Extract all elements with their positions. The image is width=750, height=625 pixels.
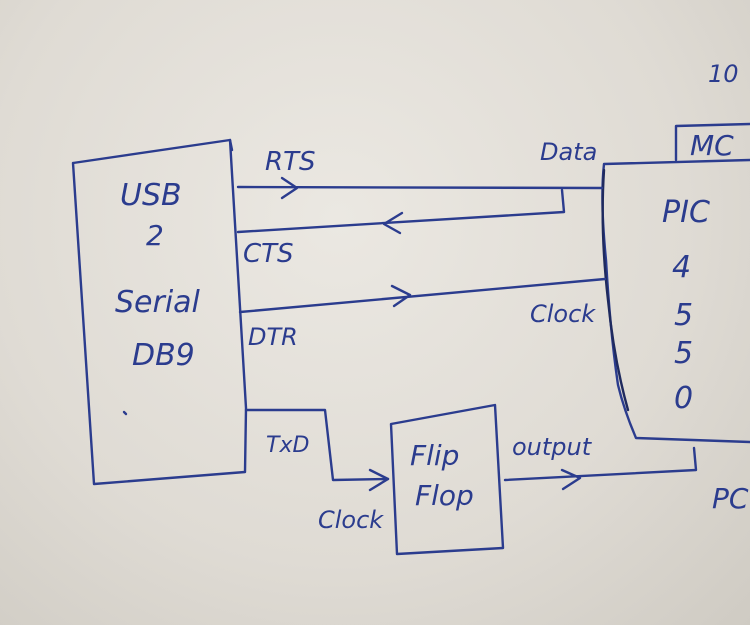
flip-flop-label-line-1: Flip <box>410 439 459 472</box>
usb-label-line-3: Serial <box>115 285 201 320</box>
rts-wire <box>236 185 604 190</box>
flip-flop-block-outline <box>389 403 505 556</box>
usb-label-line-4: DB9 <box>132 338 195 373</box>
data-return-wire <box>236 188 566 234</box>
pic-label-line-4: 5 <box>674 336 693 371</box>
mc-tab-outline <box>674 122 750 162</box>
data-label: Data <box>540 138 597 166</box>
clock-wire <box>238 277 607 314</box>
usb-label-line-2: 2 <box>146 219 164 252</box>
output-label: output <box>512 433 593 461</box>
rts-label: RTS <box>265 147 315 177</box>
usb-label-line-1: USB <box>120 178 182 213</box>
mc-label: MC <box>690 129 734 162</box>
top-right-number: 10 <box>708 60 739 88</box>
bottom-right-pc-label: PC <box>712 482 749 515</box>
clock-pic-label: Clock <box>530 300 596 328</box>
txd-wire <box>244 408 390 482</box>
usb-dot <box>122 410 128 416</box>
rts-arrow <box>280 176 299 200</box>
txd-arrow <box>368 468 390 492</box>
pic-label-line-5: 0 <box>674 381 693 416</box>
output-wire <box>503 446 698 482</box>
data-return-arrow <box>382 211 404 235</box>
txd-label: TxD <box>266 433 309 458</box>
flip-flop-label-line-2: Flop <box>415 479 474 512</box>
clock-arrow <box>390 284 412 308</box>
output-arrow <box>560 468 582 491</box>
pic-label-line-1: PIC <box>662 195 710 230</box>
pic-left-edge-shadow <box>601 168 630 412</box>
pic-label-line-2: 4 <box>672 250 691 285</box>
usb-tick-mark <box>228 138 234 152</box>
pic-label-line-3: 5 <box>674 298 693 333</box>
cts-label: CTS <box>243 239 294 269</box>
dtr-label: DTR <box>248 323 298 351</box>
clock-flip-flop-label: Clock <box>318 506 384 534</box>
